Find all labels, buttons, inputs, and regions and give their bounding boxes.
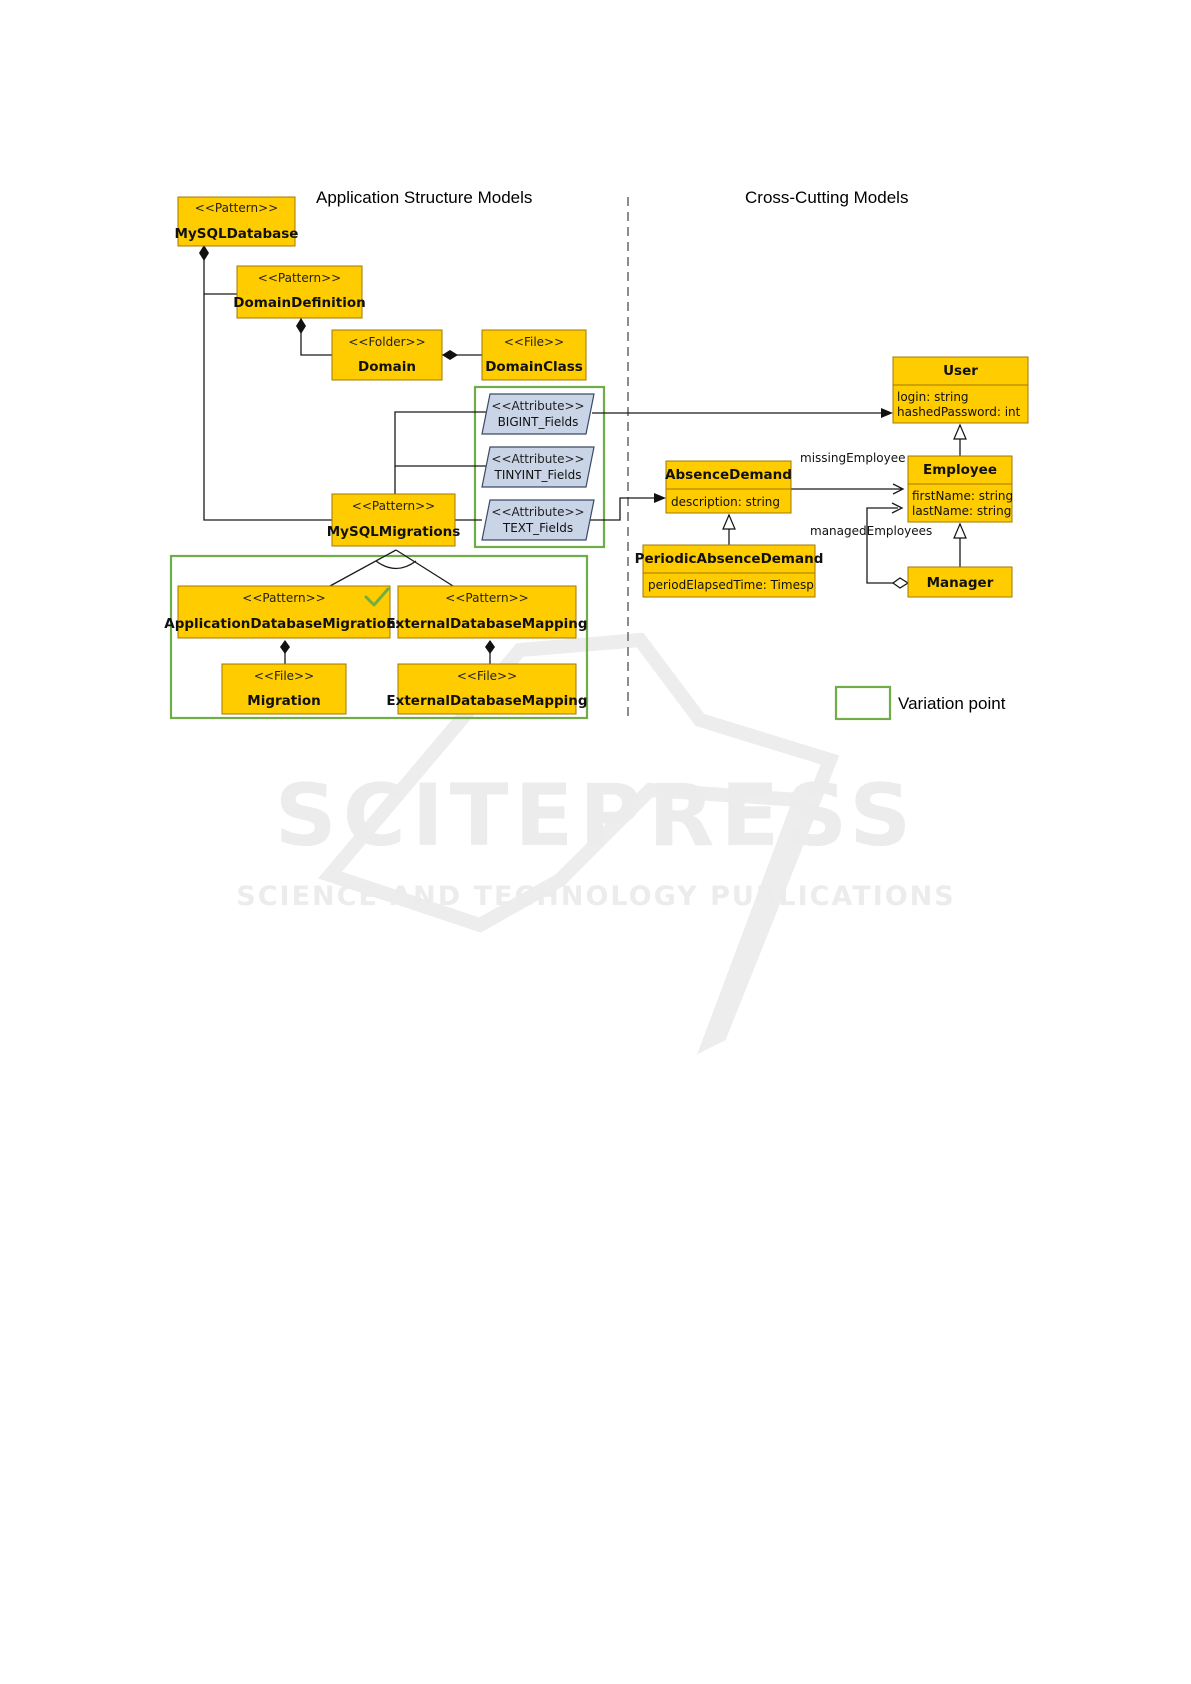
element-externaldatabasemapping-file[interactable]: <<File>> ExternalDatabaseMapping (386, 663, 588, 715)
composition-diamond-externalmapping (485, 640, 495, 654)
svg-text:<<Pattern>>: <<Pattern>> (445, 591, 528, 605)
svg-text:DomainDefinition: DomainDefinition (233, 295, 365, 311)
svg-text:description: string: description: string (671, 495, 780, 509)
svg-text:<<Pattern>>: <<Pattern>> (258, 271, 341, 285)
attribute-bigint-fields[interactable]: <<Attribute>> BIGINT_Fields (481, 393, 595, 435)
variation-point-migrations (169, 554, 589, 720)
svg-text:TINYINT_Fields: TINYINT_Fields (494, 468, 582, 482)
element-mysqlmigrations[interactable]: <<Pattern>> MySQLMigrations (327, 493, 461, 547)
element-migration-file[interactable]: <<File>> Migration (221, 663, 347, 715)
legend: Variation point (834, 685, 1006, 721)
arrowhead-user (881, 408, 893, 418)
svg-text:<<Attribute>>: <<Attribute>> (491, 452, 584, 466)
svg-text:<<File>>: <<File>> (254, 669, 314, 683)
svg-text:AbsenceDemand: AbsenceDemand (665, 467, 792, 483)
aggregation-managed-employees (866, 507, 898, 584)
element-domainclass[interactable]: <<File>> DomainClass (481, 329, 587, 381)
arrowhead-absencedemand (654, 493, 666, 503)
attribute-text-fields[interactable]: <<Attribute>> TEXT_Fields (481, 499, 595, 541)
svg-text:<<Attribute>>: <<Attribute>> (491, 399, 584, 413)
watermark-title: SCITEPRESS (275, 766, 917, 866)
svg-text:MySQLMigrations: MySQLMigrations (327, 524, 461, 540)
svg-text:periodElapsedTime: Timesp: periodElapsedTime: Timesp (648, 578, 814, 592)
svg-text:Migration: Migration (247, 693, 320, 709)
svg-text:Employee: Employee (923, 462, 997, 478)
svg-text:BIGINT_Fields: BIGINT_Fields (498, 415, 579, 429)
composition-diamond-appdbmigrations (280, 640, 290, 654)
element-applicationdatabasemigrations[interactable]: <<Pattern>> ApplicationDatabaseMigration… (164, 585, 404, 639)
class-periodicabsencedemand[interactable]: PeriodicAbsenceDemand periodElapsedTime:… (635, 544, 824, 598)
attribute-tinyint-fields[interactable]: <<Attribute>> TINYINT_Fields (481, 446, 595, 488)
legend-variation-point-label: Variation point (898, 694, 1006, 713)
variation-point-attributes (473, 385, 606, 549)
svg-text:ExternalDatabaseMapping: ExternalDatabaseMapping (386, 616, 587, 632)
svg-text:<<File>>: <<File>> (504, 335, 564, 349)
heading-cross-cutting: Cross-Cutting Models (745, 188, 908, 207)
generalization-triangle-user (953, 423, 967, 440)
element-domain[interactable]: <<Folder>> Domain (331, 329, 443, 381)
svg-text:<<Pattern>>: <<Pattern>> (242, 591, 325, 605)
svg-text:<<Pattern>>: <<Pattern>> (352, 499, 435, 513)
svg-text:<<Attribute>>: <<Attribute>> (491, 505, 584, 519)
class-user[interactable]: User login: string hashedPassword: int (892, 356, 1029, 424)
migrations-to-appdbmigrations (329, 549, 397, 587)
element-mysqldatabase[interactable]: <<Pattern>> MySQLDatabase (175, 196, 299, 247)
generalization-triangle-employee (953, 522, 967, 539)
aggregation-diamond-manager (891, 577, 910, 589)
domaindefinition-to-domain (300, 318, 332, 356)
class-absencedemand[interactable]: AbsenceDemand description: string (665, 460, 792, 514)
alternative-arc (375, 560, 417, 570)
label-managed-employees: managedEmployees (810, 524, 932, 538)
mysqldatabase-to-mysqlmigrations (203, 294, 332, 521)
svg-text:lastName: string: lastName: string (912, 504, 1011, 518)
svg-text:hashedPassword: int: hashedPassword: int (897, 405, 1021, 419)
svg-text:MySQLDatabase: MySQLDatabase (175, 226, 299, 242)
migrations-to-externalmapping (395, 549, 454, 587)
composition-diamond-mysqldatabase (199, 245, 209, 261)
element-domaindefinition[interactable]: <<Pattern>> DomainDefinition (233, 265, 366, 319)
generalization-triangle-absence (722, 513, 736, 530)
class-manager[interactable]: Manager (907, 566, 1013, 598)
svg-text:PeriodicAbsenceDemand: PeriodicAbsenceDemand (635, 551, 824, 567)
selected-check-icon (364, 587, 390, 607)
connectors-right: missingEmployee managedEmployees (722, 423, 967, 589)
svg-text:<<File>>: <<File>> (457, 669, 517, 683)
text-to-absencedemand (588, 497, 658, 521)
svg-text:ExternalDatabaseMapping: ExternalDatabaseMapping (386, 693, 587, 709)
svg-text:ApplicationDatabaseMigrations: ApplicationDatabaseMigrations (164, 616, 403, 632)
aggregation-arrow-managed (891, 502, 904, 514)
association-arrow-missing-employee (892, 483, 905, 495)
composition-diamond-domaindefinition (296, 318, 306, 334)
migrations-to-bigint (394, 411, 486, 494)
svg-text:login: string: login: string (897, 390, 969, 404)
element-externaldatabasemapping-pattern[interactable]: <<Pattern>> ExternalDatabaseMapping (386, 585, 588, 639)
connectors-left (199, 245, 893, 664)
svg-text:Domain: Domain (358, 359, 416, 375)
svg-text:User: User (943, 363, 978, 379)
class-employee[interactable]: Employee firstName: string lastName: str… (907, 455, 1013, 523)
svg-text:firstName: string: firstName: string (912, 489, 1013, 503)
svg-text:DomainClass: DomainClass (485, 359, 583, 375)
composition-diamond-domain (442, 350, 458, 360)
svg-text:TEXT_Fields: TEXT_Fields (502, 521, 573, 535)
label-missing-employee: missingEmployee (800, 451, 906, 465)
svg-text:<<Folder>>: <<Folder>> (348, 335, 425, 349)
scitepress-watermark: SCITEPRESS SCIENCE AND TECHNOLOGY PUBLIC… (236, 632, 955, 1055)
watermark-subtitle: SCIENCE AND TECHNOLOGY PUBLICATIONS (236, 881, 955, 912)
mysqldatabase-to-domaindefinition (203, 245, 237, 295)
legend-variation-point-swatch (834, 685, 892, 721)
heading-application-structure: Application Structure Models (316, 188, 532, 207)
watermark-swoosh-shape (317, 632, 840, 1055)
svg-text:Manager: Manager (927, 575, 994, 591)
svg-text:<<Pattern>>: <<Pattern>> (195, 201, 278, 215)
